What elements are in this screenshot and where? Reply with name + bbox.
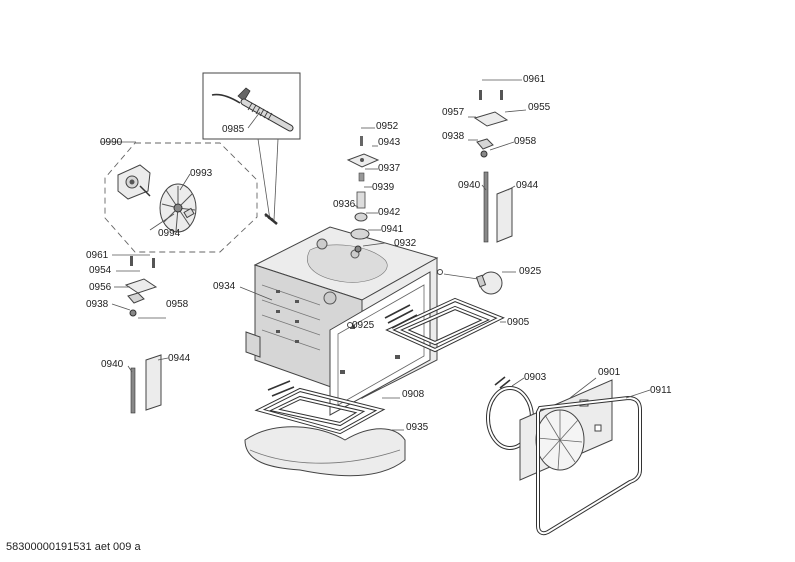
insulation-mat bbox=[244, 426, 406, 477]
callout-0943: 0943 bbox=[378, 137, 401, 148]
left-rail-group bbox=[111, 254, 169, 414]
top-heating-element bbox=[384, 297, 506, 353]
callout-0938-lower: 0938 bbox=[86, 299, 109, 310]
callout-0911: 0911 bbox=[650, 385, 672, 396]
callout-0939: 0939 bbox=[372, 182, 395, 193]
callout-0940-lower: 0940 bbox=[101, 359, 124, 370]
callout-0952: 0952 bbox=[376, 121, 399, 132]
callout-0955: 0955 bbox=[528, 102, 551, 113]
callout-0940-upper: 0940 bbox=[458, 180, 481, 191]
callout-0905: 0905 bbox=[507, 317, 530, 328]
callout-0958-lower: 0958 bbox=[166, 299, 189, 310]
callout-0937: 0937 bbox=[378, 163, 401, 174]
callout-0903: 0903 bbox=[524, 372, 547, 383]
callout-0925-cavity: 0925 bbox=[352, 320, 375, 331]
callout-0934: 0934 bbox=[213, 281, 236, 292]
center-top-parts bbox=[346, 127, 386, 253]
right-rail-group bbox=[468, 79, 527, 243]
door-seal bbox=[536, 389, 651, 536]
rear-panel bbox=[519, 377, 613, 481]
oven-cavity bbox=[239, 226, 439, 416]
callout-0958-upper: 0958 bbox=[514, 136, 537, 147]
fan-assembly-group bbox=[100, 141, 258, 253]
callout-0942: 0942 bbox=[378, 207, 401, 218]
callout-0954: 0954 bbox=[89, 265, 112, 276]
callout-0944-lower: 0944 bbox=[168, 353, 191, 364]
callout-0941: 0941 bbox=[381, 224, 404, 235]
callout-0957: 0957 bbox=[442, 107, 465, 118]
callout-0985: 0985 bbox=[222, 124, 245, 135]
callout-0990: 0990 bbox=[100, 137, 123, 148]
callout-0932: 0932 bbox=[394, 238, 417, 249]
callout-0901: 0901 bbox=[598, 367, 621, 378]
callout-0908: 0908 bbox=[402, 389, 425, 400]
callout-0961-lower: 0961 bbox=[86, 250, 109, 261]
callout-0944-upper: 0944 bbox=[516, 180, 539, 191]
callout-0956: 0956 bbox=[89, 282, 112, 293]
callout-0925-lamp: 0925 bbox=[519, 266, 542, 277]
sensor-inset bbox=[202, 72, 301, 225]
callout-labels: 0961 0957 0955 0938 0958 0940 0944 0985 … bbox=[86, 74, 672, 433]
callout-0936: 0936 bbox=[333, 199, 356, 210]
callout-0993: 0993 bbox=[190, 168, 213, 179]
callout-0935: 0935 bbox=[406, 422, 429, 433]
callout-0938-upper: 0938 bbox=[442, 131, 465, 142]
document-id: 58300000191531 aet 009 a bbox=[6, 541, 141, 553]
oven-lamp bbox=[347, 269, 516, 328]
callout-0994: 0994 bbox=[158, 228, 181, 239]
callout-0961-upper: 0961 bbox=[523, 74, 546, 85]
bottom-heating-element bbox=[254, 380, 400, 435]
